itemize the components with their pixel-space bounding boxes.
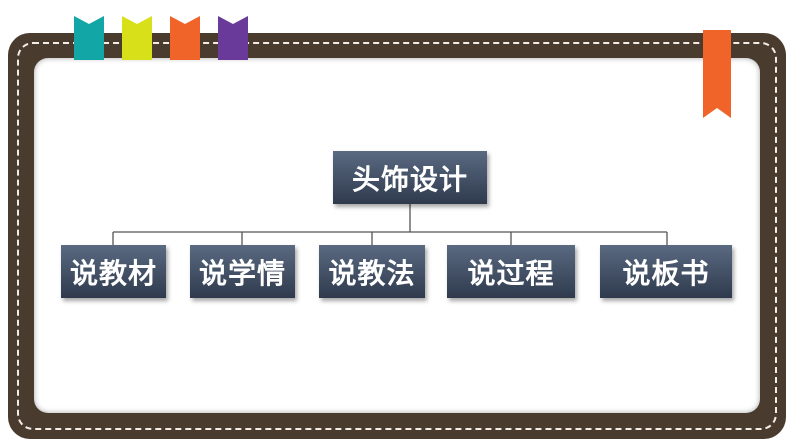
content-panel [34,58,760,413]
stitched-border [17,42,777,430]
child-node-2: 说学情 [190,245,295,298]
ribbon-purple-icon [218,16,248,60]
child-node-4: 说过程 [447,245,575,298]
bookmark-icon [703,30,731,118]
ribbon-teal-icon [74,16,104,60]
child-node-1: 说教材 [61,245,166,298]
ribbon-yellow-icon [122,16,152,60]
ribbon-orange-icon [170,16,200,60]
child-node-3: 说教法 [319,245,425,298]
root-node: 头饰设计 [333,151,487,204]
child-node-5: 说板书 [600,245,732,298]
